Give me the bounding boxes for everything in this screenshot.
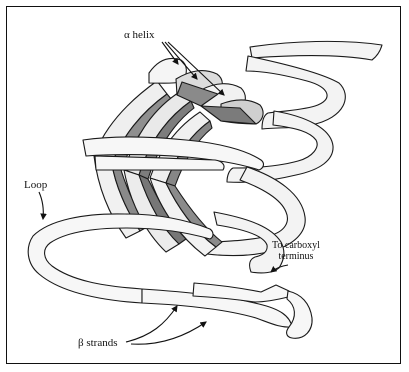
beta-strands-label: β strands	[78, 338, 118, 349]
carboxyl-terminus-line1: To carboxyl	[272, 241, 320, 252]
loop-label: Loop	[24, 180, 47, 191]
carboxyl-terminus-label: To carboxyl terminus	[272, 241, 320, 262]
carboxyl-terminus-line2: terminus	[272, 252, 320, 263]
alpha-helix-label: α helix	[124, 30, 155, 41]
